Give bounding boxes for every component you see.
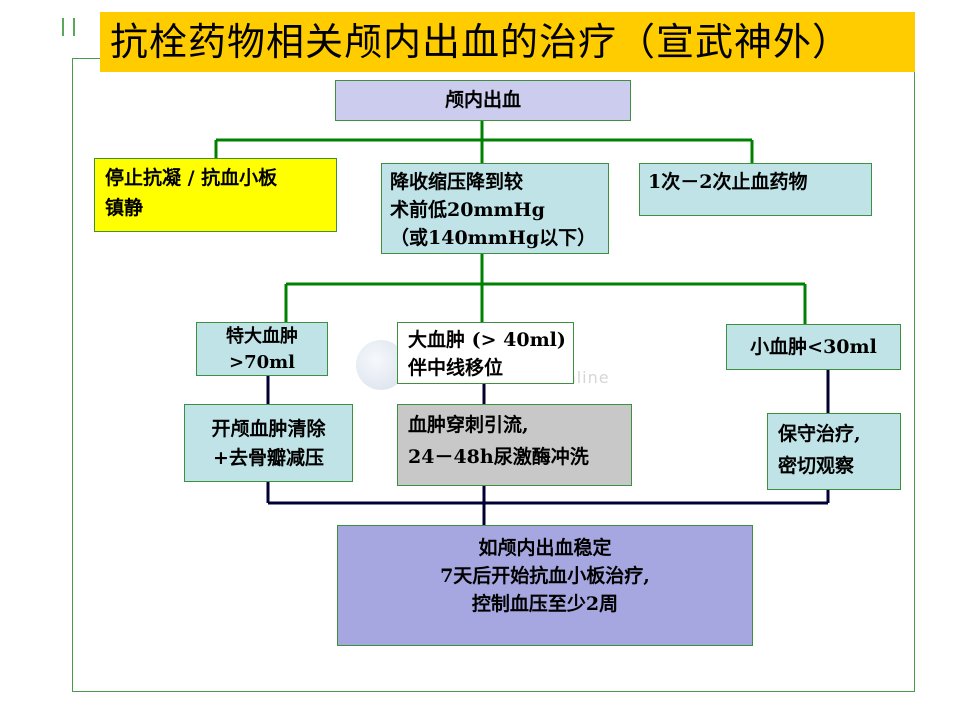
node-restart-antiplatelet: 如颅内出血稳定 7天后开始抗血小板治疗, 控制血压至少2周 (337, 525, 753, 646)
node-intracranial-hemorrhage: 颅内出血 (335, 80, 631, 121)
node-line: 24－48h尿激酶冲洗 (408, 446, 589, 468)
page-title: 抗栓药物相关颅内出血的治疗（宣武神外） (100, 12, 915, 72)
node-line: 保守治疗, (778, 423, 861, 445)
node-line: 7天后开始抗血小板治疗, (440, 565, 650, 587)
node-large-hematoma: 大血肿 (> 40ml) 伴中线移位 (397, 322, 574, 384)
node-line: 大血肿 (> 40ml) (408, 329, 566, 351)
node-line: （或140mmHg以下） (390, 227, 597, 249)
node-line: 颅内出血 (444, 89, 521, 111)
node-line: 如颅内出血稳定 (478, 537, 612, 559)
node-line: 血肿穿刺引流, (408, 414, 529, 436)
node-line: 小血肿<30ml (750, 336, 877, 358)
node-line: 伴中线移位 (408, 357, 504, 379)
node-line: 镇静 (105, 197, 144, 219)
node-hemostatic-drugs: 1次－2次止血药物 (639, 163, 872, 216)
node-stop-anticoagulation: 停止抗凝 / 抗血小板 镇静 (94, 158, 337, 232)
node-line: 特大血肿 (226, 326, 298, 347)
node-huge-hematoma: 特大血肿 >70ml (196, 322, 328, 376)
node-lower-blood-pressure: 降收缩压降到较 术前低20mmHg （或140mmHg以下） (381, 163, 609, 254)
node-line: 降收缩压降到较 (390, 171, 524, 193)
node-puncture-drainage: 血肿穿刺引流, 24－48h尿激酶冲洗 (397, 404, 632, 486)
node-line: 术前低20mmHg (390, 199, 545, 221)
node-line: 开颅血肿清除 (211, 418, 326, 440)
node-line: +去骨瓣减压 (213, 447, 324, 469)
node-small-hematoma: 小血肿<30ml (726, 324, 901, 370)
node-line: 1次－2次止血药物 (648, 171, 808, 193)
node-line: >70ml (228, 352, 295, 373)
node-line: 密切观察 (778, 455, 855, 477)
corner-mark (62, 18, 75, 36)
node-conservative-treatment: 保守治疗, 密切观察 (767, 413, 901, 490)
node-line: 控制血压至少2周 (471, 593, 619, 615)
node-craniotomy: 开颅血肿清除 +去骨瓣减压 (184, 404, 353, 482)
node-line: 停止抗凝 / 抗血小板 (105, 167, 278, 189)
